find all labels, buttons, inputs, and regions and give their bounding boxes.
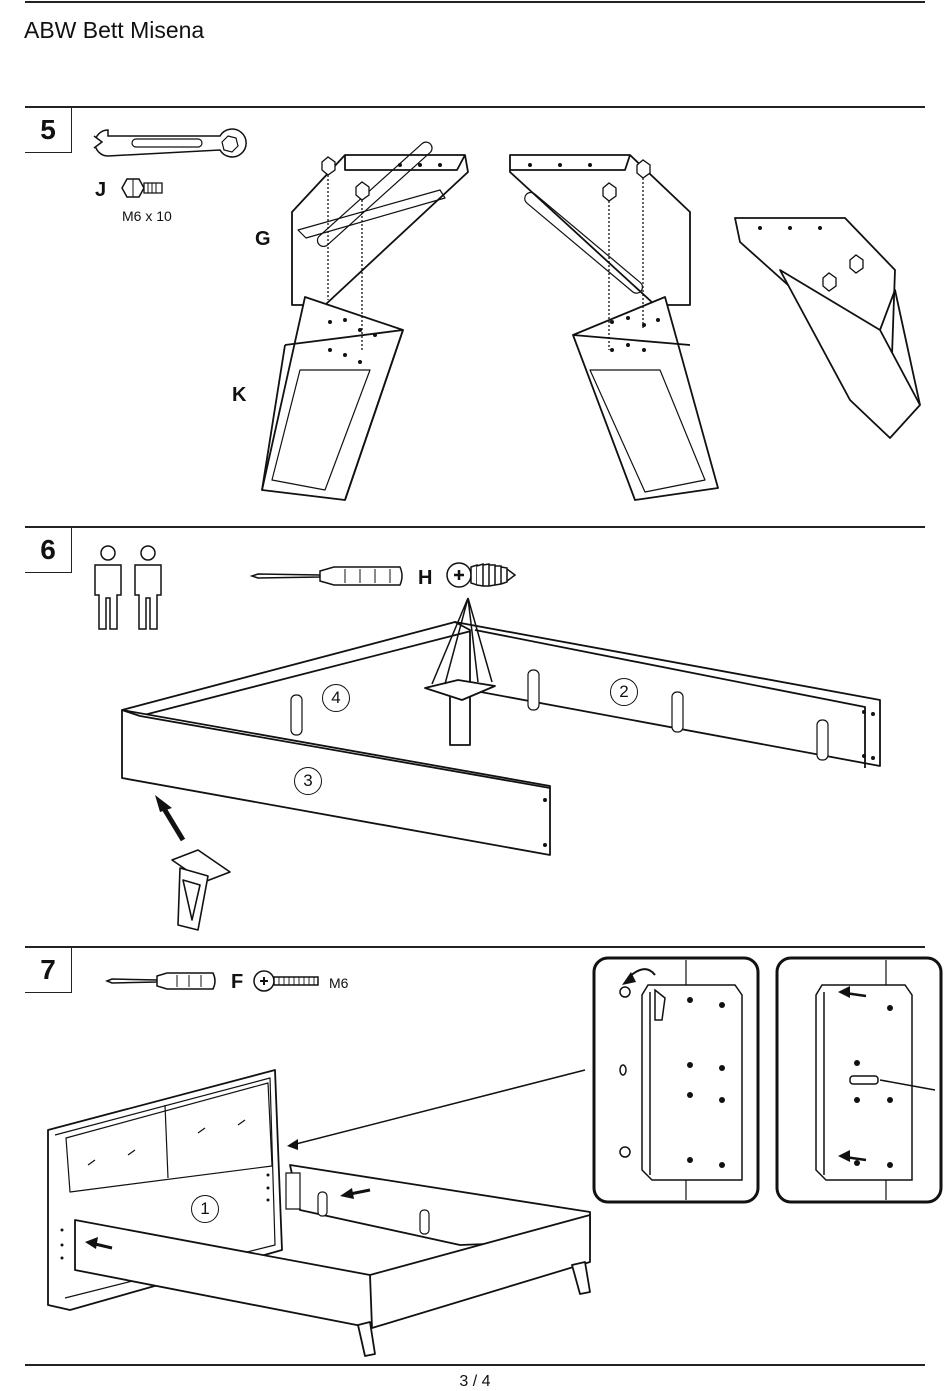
bottom-rule bbox=[25, 1364, 925, 1366]
page-indicator: 3 / 4 bbox=[0, 1373, 950, 1391]
frame-number-1: 1 bbox=[191, 1195, 219, 1223]
